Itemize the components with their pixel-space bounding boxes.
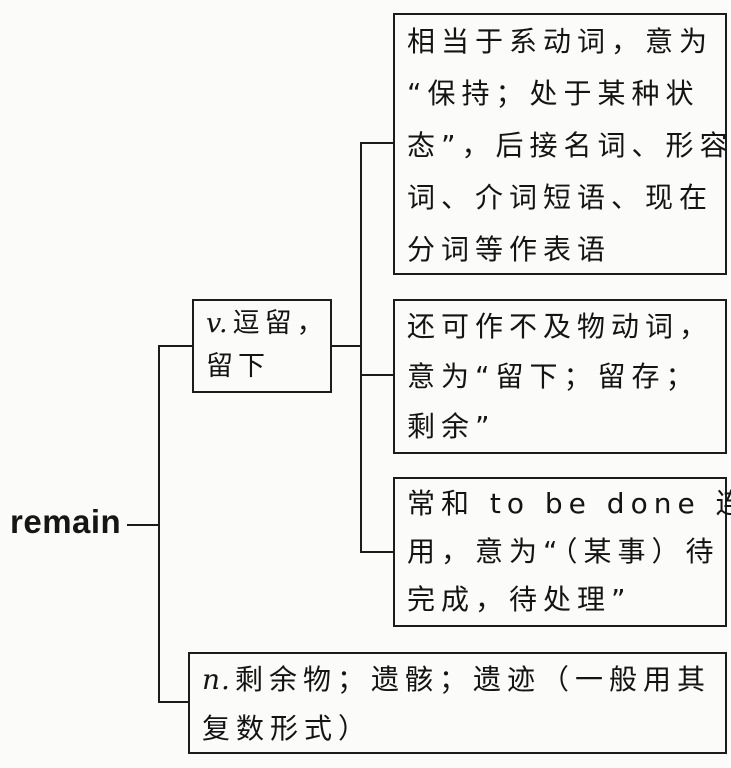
connector-verb-to-bracket	[331, 345, 362, 347]
verb-label-line-2: 留下	[206, 351, 270, 382]
verb-label-line-1: v.逗留，	[206, 308, 329, 339]
sense-intransitive-line-3: 剩余”	[407, 410, 496, 443]
sense-to-be-done-line-2: 用，意为“（某事）待	[407, 535, 720, 568]
left-bracket-line	[158, 345, 160, 703]
sense-intransitive-line-2: 意为“留下；留存；	[407, 360, 700, 393]
noun-line-2: 复数形式）	[202, 712, 373, 745]
connector-to-verb-box	[158, 345, 194, 347]
connector-root-to-bracket	[127, 524, 159, 526]
noun-sense-box: n.剩余物；遗骸；遗迹（一般用其 复数形式）	[188, 652, 727, 754]
verb-pos-abbrev: v.	[206, 308, 229, 339]
sense-to-be-done-line-3: 完成，待处理”	[407, 583, 632, 616]
noun-line-1: n.剩余物；遗骸；遗迹（一般用其	[202, 663, 711, 696]
connector-to-sense-linking	[360, 142, 395, 144]
sense-to-be-done-line-1: 常和 to be done 连	[407, 487, 731, 520]
sense-linking-line-1: 相当于系动词，意为	[407, 25, 714, 58]
connector-to-noun-box	[158, 701, 190, 703]
connector-to-sense-to-be-done	[360, 551, 395, 553]
verb-label-box: v.逗留， 留下	[192, 299, 332, 393]
sense-linking-line-4: 词、介词短语、现在	[407, 181, 714, 214]
sense-linking-line-2: “保持；处于某种状	[407, 77, 700, 110]
sense-box-linking-verb: 相当于系动词，意为 “保持；处于某种状 态”，后接名词、形容 词、介词短语、现在…	[393, 13, 731, 275]
root-word-remain: remain	[10, 503, 122, 540]
sense-linking-line-3: 态”，后接名词、形容	[407, 129, 731, 162]
connector-to-sense-intransitive	[360, 374, 395, 376]
sense-box-intransitive-verb: 还可作不及物动词， 意为“留下；留存； 剩余”	[393, 299, 727, 454]
sense-intransitive-line-1: 还可作不及物动词，	[407, 310, 714, 343]
right-bracket-line	[360, 142, 362, 553]
sense-linking-line-5: 分词等作表语	[407, 233, 612, 266]
sense-box-to-be-done: 常和 to be done 连 用，意为“（某事）待 完成，待处理”	[393, 477, 731, 627]
noun-pos-abbrev: n.	[202, 663, 231, 696]
